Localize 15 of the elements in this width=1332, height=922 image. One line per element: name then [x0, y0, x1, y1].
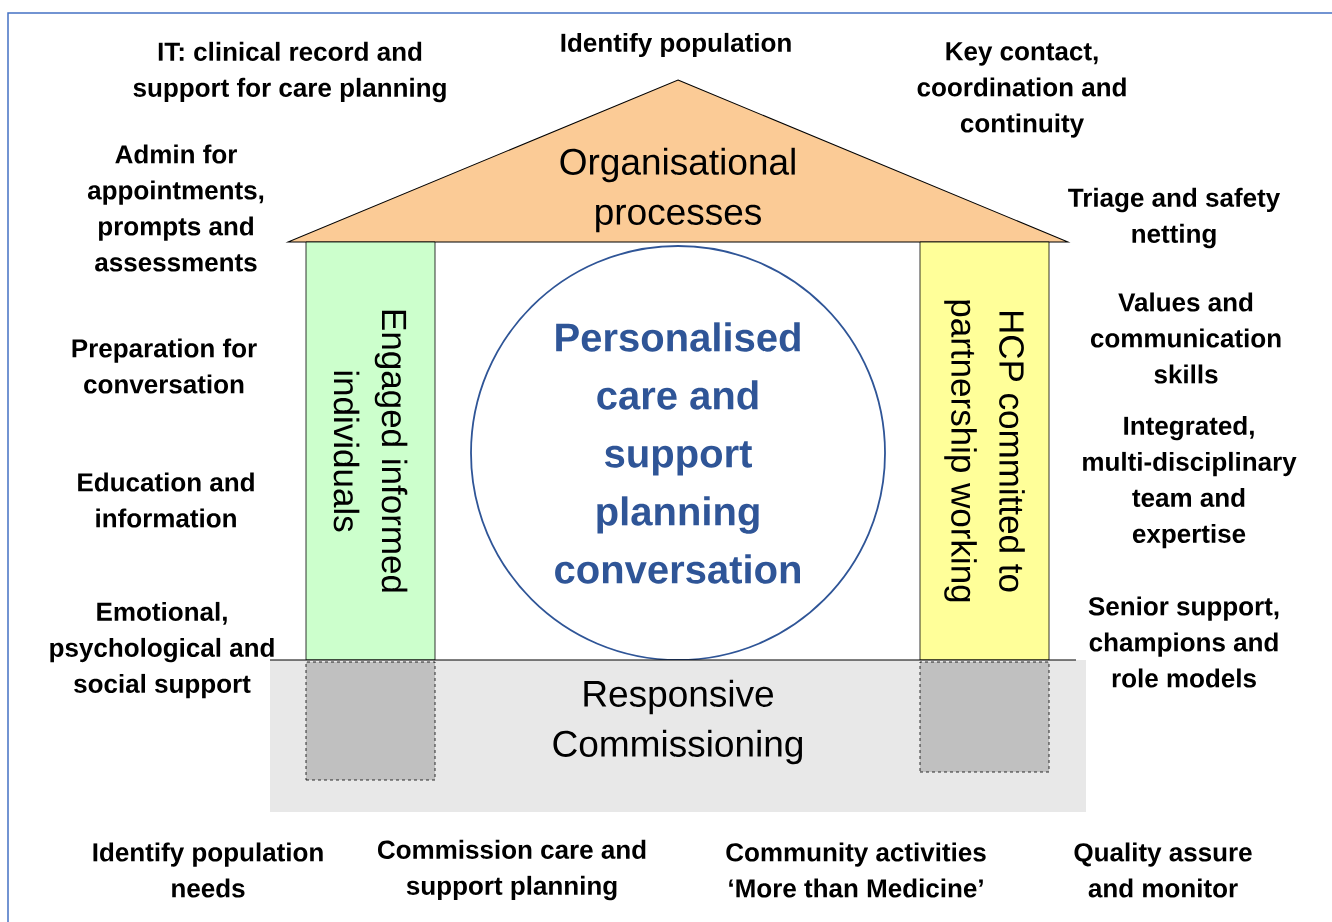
- side-label: Triage and safety netting: [1068, 187, 1281, 249]
- side-label: Education and information: [78, 472, 254, 528]
- side-label: Integrated, multi-disciplinary team and expertise: [1083, 415, 1297, 549]
- side-label: Admin for appointments, prompts and assessments: [87, 144, 264, 272]
- footing-box: [919, 661, 1050, 773]
- side-label: Identify population needs: [93, 842, 323, 898]
- side-label: Community activities ‘More than Medicine’: [726, 842, 986, 898]
- side-label: Preparation for conversation: [72, 338, 257, 394]
- side-label: Commission care and support planning: [378, 839, 646, 901]
- side-label: Values and communication skills: [1090, 292, 1281, 384]
- side-label: Senior support, champions and role models: [1088, 596, 1279, 688]
- side-label: Quality assure and monitor: [1074, 842, 1252, 898]
- pillar: HCP committed to partnership working: [919, 241, 1050, 661]
- footing-box: [305, 661, 436, 781]
- pillar: Engaged informed individuals: [305, 241, 436, 661]
